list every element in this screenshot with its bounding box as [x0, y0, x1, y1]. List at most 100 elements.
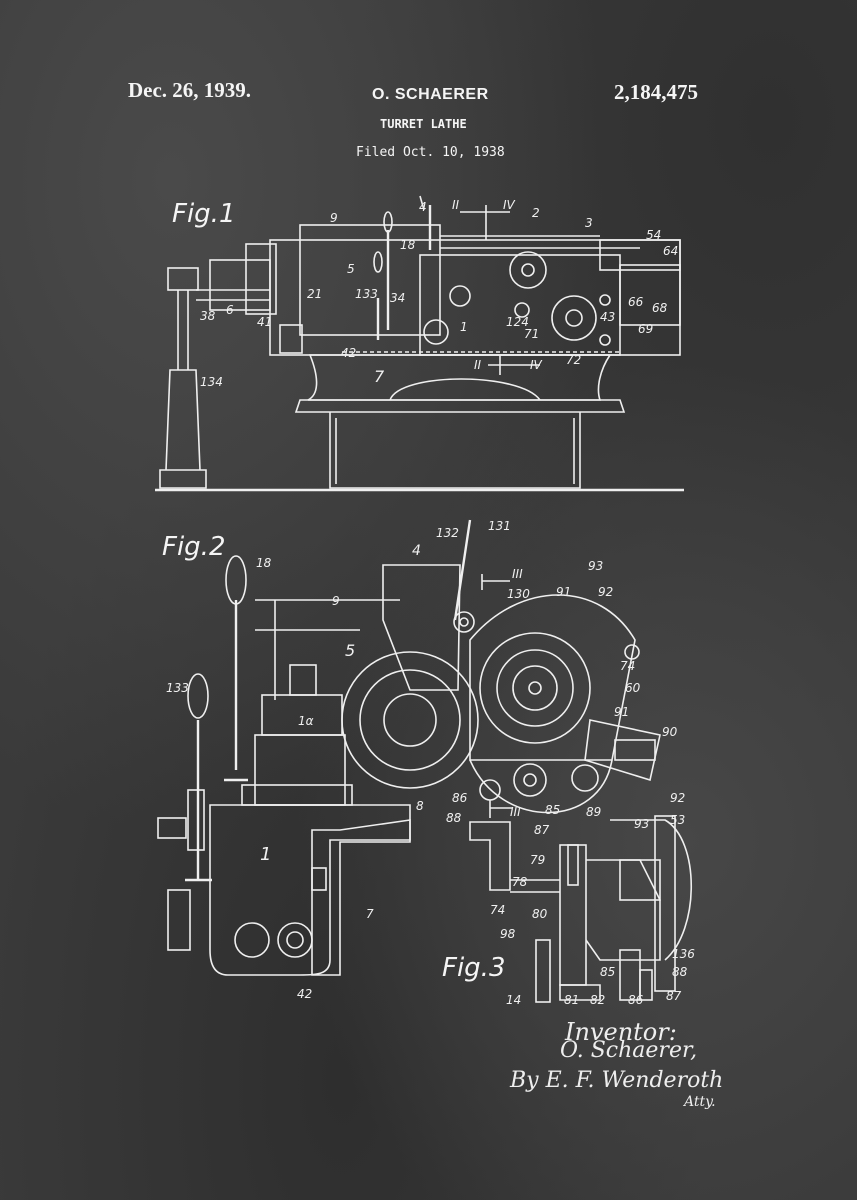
fig1-label: 7 — [374, 367, 385, 386]
tool-post-block — [254, 734, 346, 806]
fig1-label: 9 — [330, 211, 338, 225]
fig3-label: 98 — [500, 927, 516, 941]
fig3-label: 93 — [634, 817, 649, 831]
fig3-label: 14 — [506, 993, 521, 1007]
fig3-label: 88 — [672, 965, 688, 979]
signature-attorney: By E. F. Wenderoth — [510, 1068, 724, 1093]
fig3-label: 87 — [666, 989, 682, 1003]
fig1-label: 1 — [460, 320, 468, 334]
fig1-label: 124 — [506, 315, 529, 329]
fig2-label: 85 — [545, 803, 560, 817]
fig1-label: 18 — [400, 238, 416, 252]
fig2-label: 60 — [625, 681, 641, 695]
fig1-label: 3 — [585, 216, 593, 230]
fig2-label: 90 — [662, 725, 678, 739]
fig1-label: 71 — [524, 327, 539, 341]
fig2-label: 5 — [345, 641, 355, 660]
fig2-label: 7 — [366, 907, 374, 921]
fig3-label: 80 — [532, 907, 548, 921]
control-lever — [376, 230, 390, 340]
fig2-label: 74 — [620, 659, 635, 673]
fig3-label: 85 — [600, 965, 615, 979]
fig1-label: 41 — [257, 315, 272, 329]
inventor-name: O. SCHAERER — [372, 86, 489, 103]
bed-pedestal — [329, 412, 581, 489]
support-stand — [159, 290, 207, 489]
fig1-label: II — [452, 198, 460, 212]
fig3-label: 136 — [672, 947, 695, 961]
fig1-label: 42 — [341, 346, 356, 360]
fig1-label: 38 — [200, 309, 216, 323]
fig3-label: 82 — [590, 993, 605, 1007]
fig3-label: 74 — [490, 903, 505, 917]
fig2-label: 42 — [297, 987, 312, 1001]
cam-drum — [479, 632, 591, 744]
fig2-label: 132 — [436, 526, 459, 540]
fig2-label: 93 — [588, 559, 603, 573]
fig1-caption: Fig.1 — [172, 199, 236, 229]
fig1-label: 21 — [307, 287, 322, 301]
signature-inventor: O. Schaerer, — [560, 1038, 698, 1063]
fig2-label: 86 — [452, 791, 468, 805]
fig2-label: 4 — [412, 543, 421, 559]
figure-2-section-view: Fig.2 — [157, 519, 678, 1001]
fig1-label: 5 — [347, 262, 355, 276]
fig1-label: 134 — [200, 375, 223, 389]
fig3-label: 79 — [530, 853, 545, 867]
lathe-body — [307, 354, 612, 401]
fig1-label: 69 — [638, 322, 653, 336]
fig2-label: 87 — [534, 823, 550, 837]
filed-date: Filed Oct. 10, 1938 — [356, 145, 505, 160]
signature-heading: Inventor: — [565, 1018, 677, 1046]
fig3-label: 86 — [628, 993, 644, 1007]
fig1-label: 66 — [628, 295, 644, 309]
fig2-label: 91 — [556, 585, 571, 599]
fig1-label: 2 — [532, 206, 540, 220]
patent-title: TURRET LATHE — [380, 117, 467, 131]
fig1-label: 64 — [663, 244, 678, 258]
fig3-label: 78 — [512, 875, 528, 889]
fig1-label: 34 — [390, 291, 405, 305]
fig1-label: IV — [530, 358, 543, 372]
fig1-label: II — [474, 358, 482, 372]
fig2-label: 1 — [260, 844, 271, 865]
lever-arm — [584, 719, 661, 782]
carriage-body — [209, 804, 411, 976]
stand-bracket — [167, 267, 199, 291]
cutting-tool-bar — [382, 564, 461, 691]
fig1-label: 4 — [419, 200, 427, 214]
fig2-label: 88 — [446, 811, 462, 825]
handle-18 — [224, 600, 248, 782]
fig2-label: III — [510, 805, 521, 819]
fig2-label: 18 — [256, 556, 272, 570]
fig1-label: 72 — [566, 353, 581, 367]
figure-1-lathe-side-view: Fig.1 — [155, 195, 684, 492]
turret-disc — [341, 651, 479, 789]
fig2-caption: Fig.2 — [162, 532, 226, 562]
slide-block — [559, 844, 587, 986]
fig2-label: 1α — [298, 714, 314, 728]
fig1-label: 54 — [646, 228, 661, 242]
fig2-label: 89 — [586, 805, 601, 819]
fig2-label: III — [512, 567, 523, 581]
fig3-label: 92 — [670, 791, 685, 805]
fig2-label: 8 — [416, 799, 424, 813]
fig1-label: 6 — [226, 303, 234, 317]
fig3-caption: Fig.3 — [442, 953, 506, 983]
figure-3-detail-view: Fig.3 92 93 53 79 78 74 80 98 136 88 85 … — [442, 791, 695, 1007]
fig2-label: 9 — [332, 594, 340, 608]
fig1-label: IV — [503, 198, 516, 212]
handle-133 — [185, 720, 212, 882]
gear-wheel — [509, 251, 547, 289]
fig1-label: 68 — [652, 301, 668, 315]
fig2-label: 92 — [598, 585, 613, 599]
flange-ring — [610, 819, 693, 961]
fig2-label: 131 — [488, 519, 511, 533]
fig3-label: 53 — [670, 813, 685, 827]
chuck-wheel — [551, 295, 597, 341]
fig2-label: 91 — [614, 705, 629, 719]
fig1-label: 43 — [600, 310, 615, 324]
bed-bracket — [311, 819, 411, 976]
bed-table — [294, 399, 626, 413]
